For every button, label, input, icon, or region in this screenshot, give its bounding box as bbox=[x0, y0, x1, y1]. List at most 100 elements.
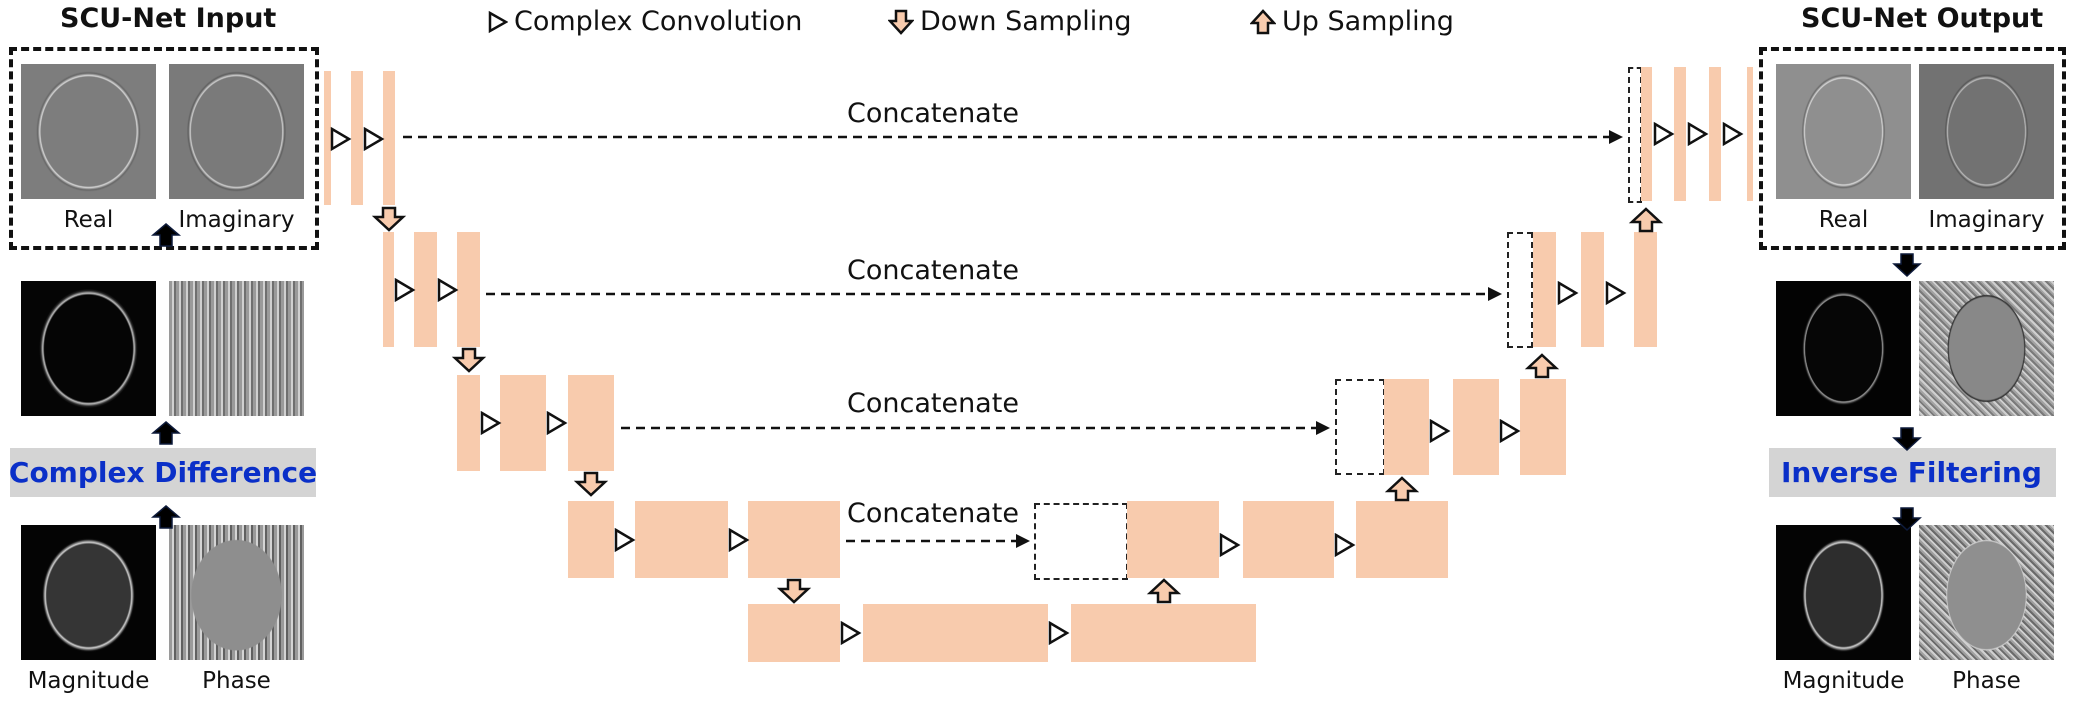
up-sampling-icon bbox=[1384, 476, 1420, 502]
complex-convolution-icon bbox=[728, 527, 750, 553]
dec1-block-3 bbox=[1709, 67, 1721, 201]
input-complex-box bbox=[9, 47, 319, 250]
flow-down-arrow-icon bbox=[1892, 253, 1922, 278]
concat-label-4: Concatenate bbox=[847, 498, 1019, 529]
input-imaginary-image bbox=[169, 64, 304, 199]
legend-complex-convolution: Complex Convolution bbox=[488, 6, 802, 37]
output-real-image bbox=[1776, 64, 1911, 199]
output-complex-box bbox=[1759, 47, 2066, 250]
input-magnitude-image bbox=[21, 525, 156, 660]
enc1-block-2 bbox=[351, 71, 363, 205]
flow-up-arrow-icon bbox=[150, 421, 182, 445]
enc1-block-1 bbox=[324, 71, 331, 205]
dec2-concat-slot bbox=[1507, 232, 1533, 348]
skip-arrowhead-3 bbox=[1316, 421, 1330, 435]
output-phase-image bbox=[1919, 525, 2054, 660]
enc2-block-2 bbox=[414, 232, 437, 347]
bottleneck-block-1 bbox=[748, 604, 840, 662]
output-magnitude-label: Magnitude bbox=[1782, 668, 1905, 694]
concat-label-3: Concatenate bbox=[847, 388, 1019, 419]
enc4-block-1 bbox=[568, 501, 614, 578]
output-title: SCU-Net Output bbox=[1801, 3, 2044, 34]
complex-convolution-icon bbox=[330, 126, 352, 152]
complex-convolution-icon bbox=[1605, 280, 1627, 306]
enc3-block-2 bbox=[500, 375, 546, 471]
enc3-block-3 bbox=[568, 375, 614, 471]
dec1-block-2 bbox=[1674, 67, 1686, 201]
output-imaginary-label: Imaginary bbox=[1928, 207, 2045, 233]
legend-down-sampling: Down Sampling bbox=[888, 6, 1131, 37]
flow-down-arrow-icon bbox=[1892, 507, 1922, 532]
down-sampling-icon bbox=[451, 347, 487, 373]
output-diff-phase-image bbox=[1919, 281, 2054, 416]
enc2-block-1 bbox=[383, 232, 394, 347]
output-imaginary-image bbox=[1919, 64, 2054, 199]
complex-difference-step: Complex Difference bbox=[9, 448, 317, 497]
bottleneck-block-2 bbox=[863, 604, 1048, 662]
output-magnitude-image bbox=[1776, 525, 1911, 660]
output-phase-label: Phase bbox=[1952, 668, 2021, 694]
triangle-icon bbox=[488, 10, 508, 33]
skip-arrowhead-1 bbox=[1609, 130, 1623, 144]
down-sampling-icon bbox=[776, 578, 812, 604]
dec2-block-1 bbox=[1533, 232, 1556, 347]
dec3-block-2 bbox=[1453, 379, 1499, 475]
legend-up-sampling: Up Sampling bbox=[1250, 6, 1454, 37]
dec1-block-4 bbox=[1747, 67, 1753, 201]
dec4-block-3 bbox=[1356, 501, 1448, 578]
flow-up-arrow-icon bbox=[150, 505, 182, 529]
up-sampling-icon bbox=[1524, 353, 1560, 379]
complex-convolution-icon bbox=[1429, 418, 1451, 444]
input-diff-phase-image bbox=[169, 281, 304, 416]
dec4-block-1 bbox=[1127, 501, 1219, 578]
complex-convolution-icon bbox=[546, 410, 568, 436]
dec2-block-3 bbox=[1634, 232, 1657, 347]
complex-convolution-icon bbox=[1499, 418, 1521, 444]
up-sampling-icon bbox=[1146, 578, 1182, 604]
input-imaginary-label: Imaginary bbox=[178, 207, 295, 233]
complex-convolution-icon bbox=[437, 277, 459, 303]
down-sampling-icon bbox=[371, 206, 407, 232]
complex-convolution-icon bbox=[363, 126, 385, 152]
complex-convolution-icon bbox=[1687, 121, 1709, 147]
dec2-block-2 bbox=[1581, 232, 1604, 347]
input-phase-image bbox=[169, 525, 304, 660]
enc2-block-3 bbox=[457, 232, 480, 347]
enc3-block-1 bbox=[457, 375, 480, 471]
dec4-block-2 bbox=[1243, 501, 1334, 578]
up-arrow-icon bbox=[1250, 8, 1276, 34]
input-phase-label: Phase bbox=[202, 668, 271, 694]
dec1-block-1 bbox=[1641, 67, 1652, 201]
input-diff-magnitude-image bbox=[21, 281, 156, 416]
complex-convolution-icon bbox=[1557, 280, 1579, 306]
up-sampling-icon bbox=[1628, 207, 1664, 233]
skip-arrowhead-2 bbox=[1488, 287, 1502, 301]
concat-label-1: Concatenate bbox=[847, 98, 1019, 129]
enc4-block-3 bbox=[748, 501, 840, 578]
input-magnitude-label: Magnitude bbox=[27, 668, 150, 694]
complex-convolution-icon bbox=[1653, 121, 1675, 147]
output-real-label: Real bbox=[1818, 207, 1869, 233]
input-title: SCU-Net Input bbox=[60, 3, 277, 34]
input-real-label: Real bbox=[63, 207, 114, 233]
enc1-block-3 bbox=[383, 71, 395, 205]
inverse-filtering-step: Inverse Filtering bbox=[1769, 448, 2056, 497]
complex-convolution-icon bbox=[480, 410, 502, 436]
input-real-image bbox=[21, 64, 156, 199]
flow-down-arrow-icon bbox=[1892, 427, 1922, 452]
concat-label-2: Concatenate bbox=[847, 255, 1019, 286]
complex-convolution-icon bbox=[614, 527, 636, 553]
output-diff-magnitude-image bbox=[1776, 281, 1911, 416]
complex-convolution-icon bbox=[1048, 620, 1070, 646]
skip-arrowhead-4 bbox=[1016, 534, 1030, 548]
complex-convolution-icon bbox=[1219, 532, 1241, 558]
dec3-block-1 bbox=[1384, 379, 1429, 475]
complex-convolution-icon bbox=[1334, 532, 1356, 558]
enc4-block-2 bbox=[635, 501, 728, 578]
down-arrow-icon bbox=[888, 9, 914, 35]
complex-convolution-icon bbox=[394, 277, 416, 303]
complex-convolution-icon bbox=[1722, 121, 1744, 147]
down-sampling-icon bbox=[573, 471, 609, 497]
